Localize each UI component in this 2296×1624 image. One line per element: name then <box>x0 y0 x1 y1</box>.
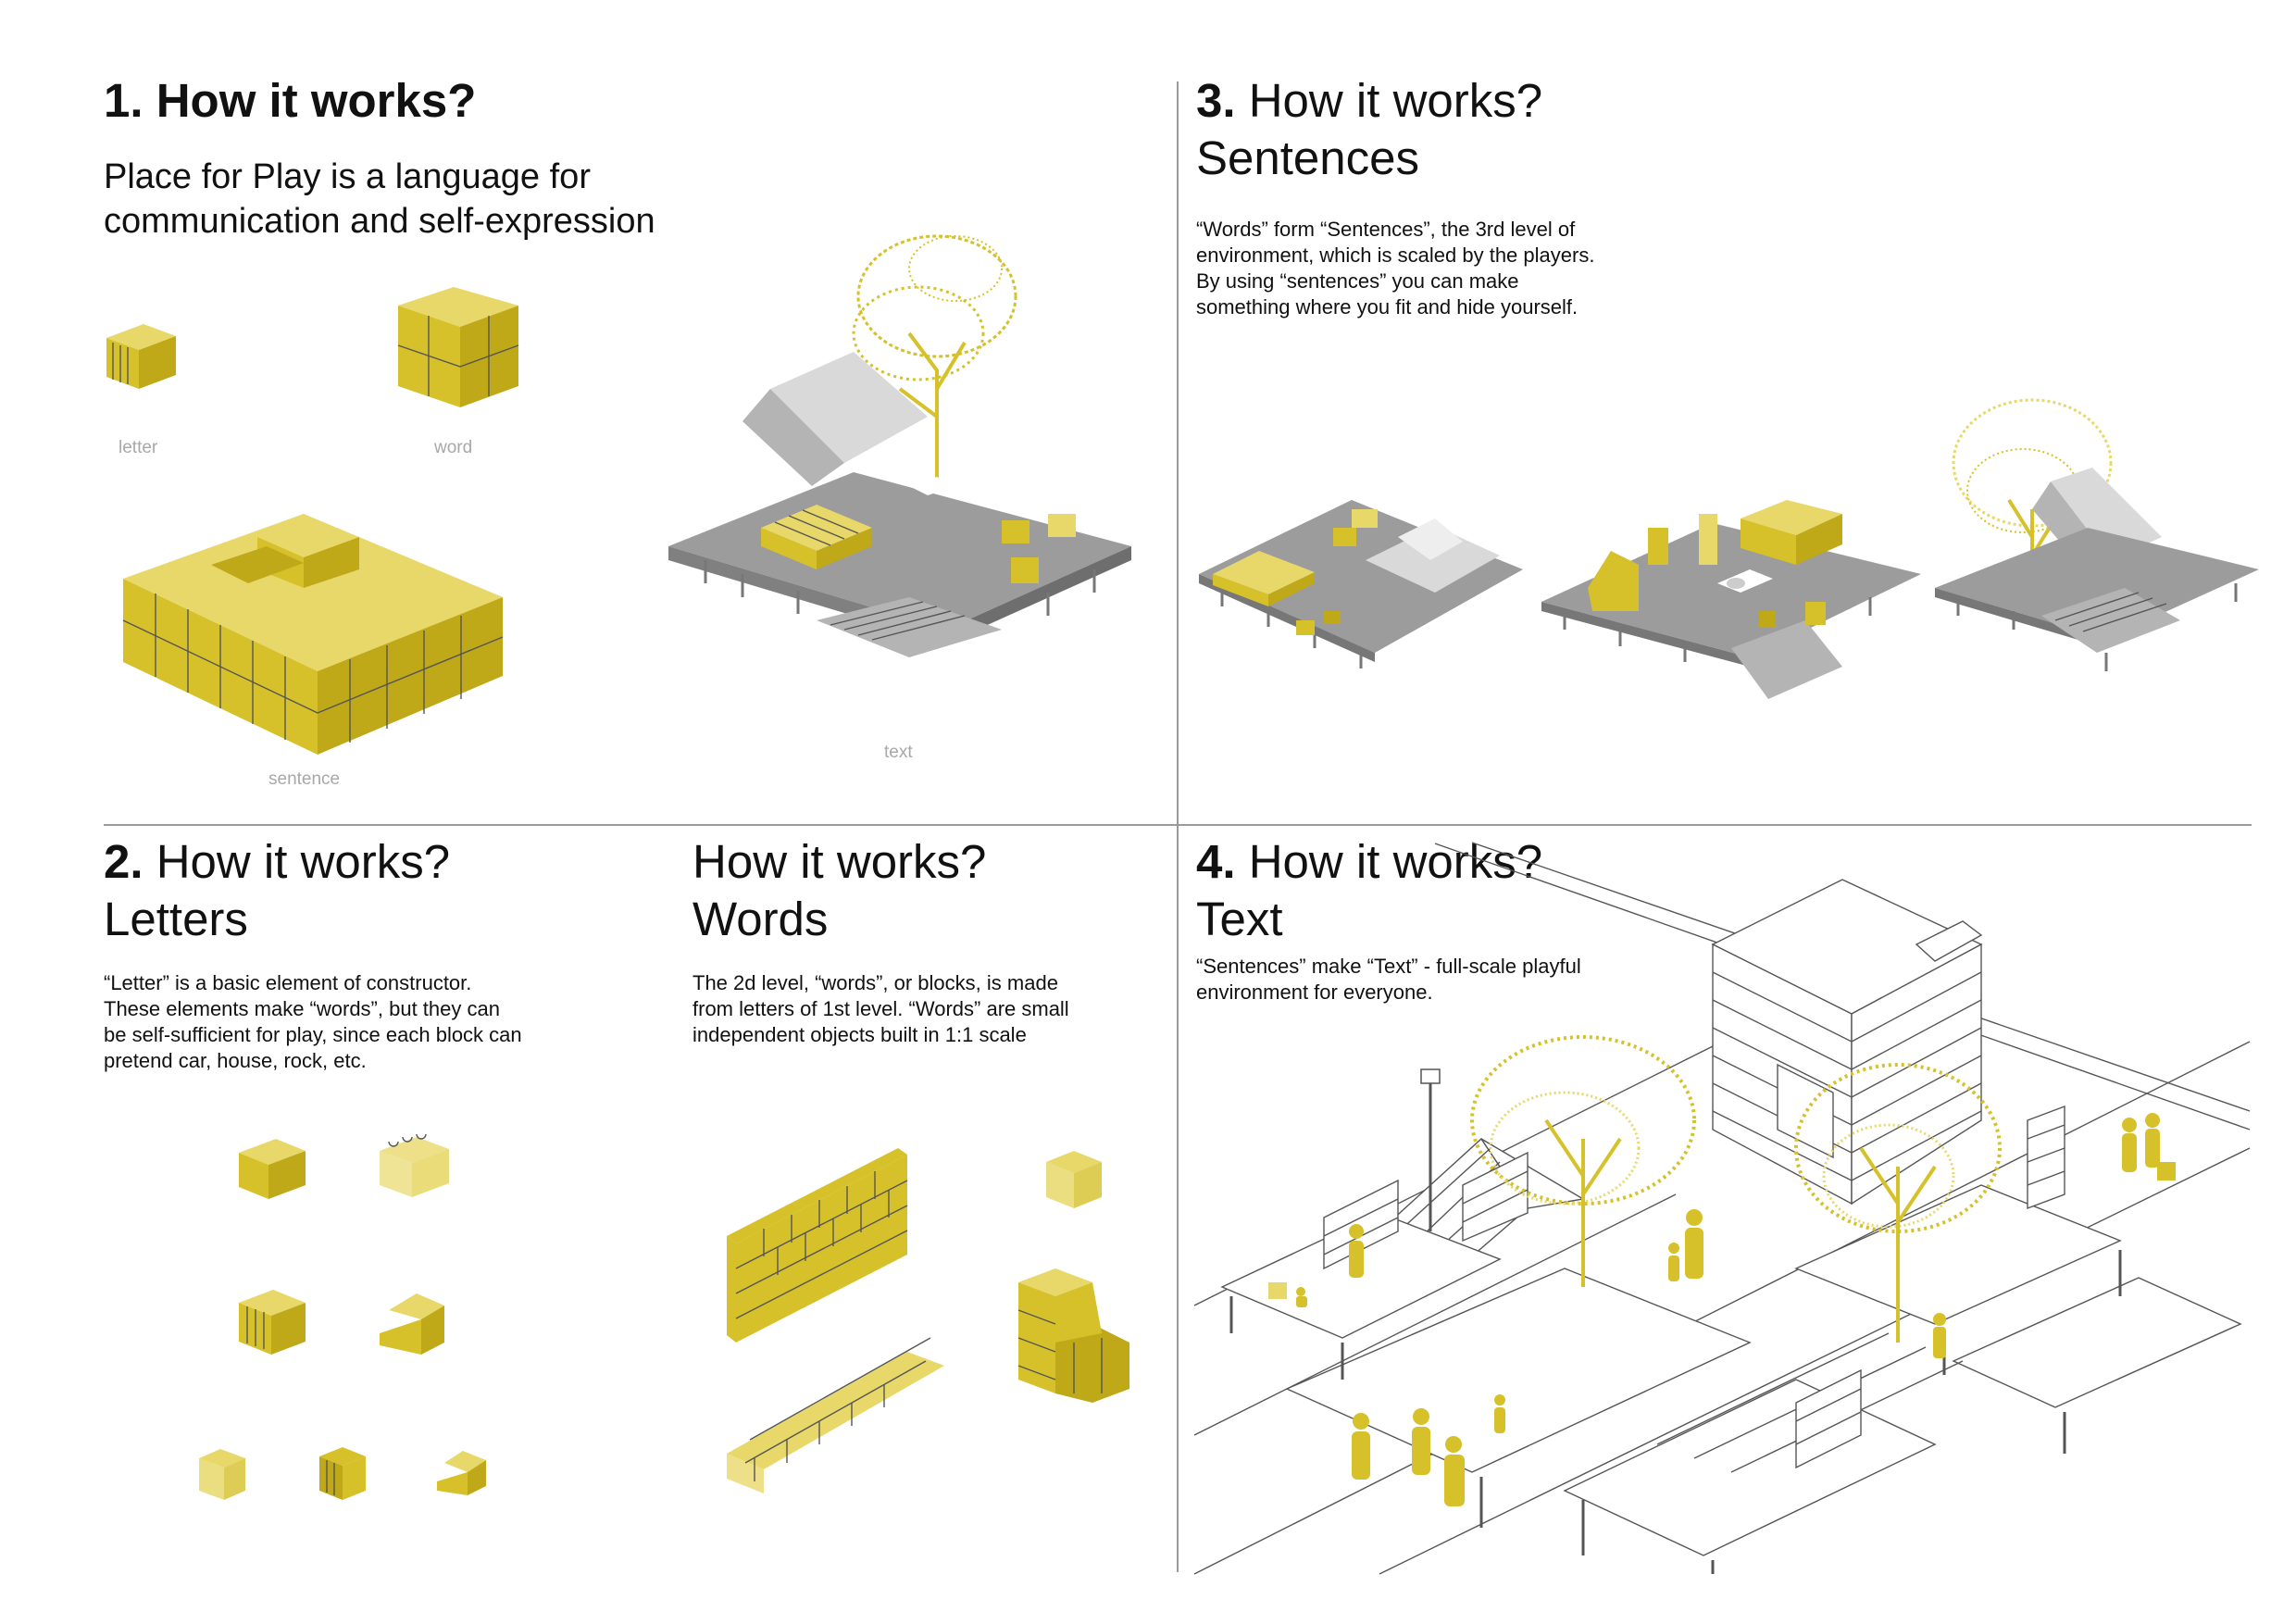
panel-1-lead-line: communication and self-expression <box>104 202 655 241</box>
letter-block <box>239 1290 306 1355</box>
letter-block <box>380 1133 449 1197</box>
panel-1-lead-line: Place for Play is a language for <box>104 157 591 196</box>
caption-letter: letter <box>119 438 158 457</box>
body-line: The 2d level, “words”, or blocks, is mad… <box>693 971 1058 994</box>
cube-word <box>1046 1151 1102 1208</box>
word-block-illustration <box>397 287 519 407</box>
letter-blocks-grid <box>199 1133 486 1500</box>
letter-block-illustration <box>106 324 176 389</box>
panel-3-body: “Words” form “Sentences”, the 3rd level … <box>1196 217 1594 320</box>
sentence-block-illustration <box>122 514 504 755</box>
panel-4-title: 4. How it works? <box>1196 833 1542 891</box>
panel-4-body: “Sentences” make “Text” - full-scale pla… <box>1196 954 1581 1006</box>
body-line: pretend car, house, rock, etc. <box>104 1049 367 1072</box>
caption-word: word <box>434 438 473 457</box>
chair-word <box>1017 1268 1129 1403</box>
panel-2-title: 2. How it works? <box>104 833 450 891</box>
word-blocks-illustration <box>727 1148 1129 1493</box>
sentence-platform-3 <box>1935 398 2259 671</box>
brick-walls <box>1323 1105 2065 1469</box>
caption-sentence: sentence <box>268 769 341 789</box>
body-line: environment for everyone. <box>1196 981 1433 1004</box>
text-environment-illustration <box>1193 842 2251 1575</box>
sentence-platform-1 <box>1199 500 1523 668</box>
trees <box>1470 1035 2002 1343</box>
letter-block <box>437 1451 486 1495</box>
panel-2-number: 2. <box>104 835 144 888</box>
panel-1-number: 1. <box>104 74 144 127</box>
wall-word <box>727 1148 908 1343</box>
letter-block <box>380 1293 444 1355</box>
body-line: These elements make “words”, but they ca… <box>104 997 500 1020</box>
vertical-divider <box>1177 81 1179 1572</box>
body-line: be self-sufficient for play, since each … <box>104 1023 522 1046</box>
horizontal-divider <box>104 824 2252 826</box>
house <box>1711 879 1983 1206</box>
panel-3-heading: How it works? <box>1235 74 1543 127</box>
panel-4-number: 4. <box>1196 835 1236 888</box>
panel-4-subtitle: Text <box>1196 893 1283 945</box>
body-line: “Words” form “Sentences”, the 3rd level … <box>1196 218 1576 241</box>
yellow-block-pieces <box>1268 1162 2176 1299</box>
tube-word <box>727 1337 944 1493</box>
panel-words-subtitle: Words <box>693 893 829 945</box>
body-line: “Letter” is a basic element of construct… <box>104 971 472 994</box>
body-line: from letters of 1st level. “Words” are s… <box>693 997 1069 1020</box>
panel-1-title: 1. How it works? <box>104 72 476 130</box>
text-platform-illustration <box>668 234 1131 657</box>
sentence-platform-2 <box>1541 500 1921 699</box>
body-line: environment, which is scaled by the play… <box>1196 244 1595 267</box>
panel-2-heading: How it works? <box>143 835 451 888</box>
panel-1-lead: Place for Play is a language for communi… <box>104 155 655 244</box>
letter-block <box>319 1447 366 1500</box>
panel-words-body: The 2d level, “words”, or blocks, is mad… <box>693 970 1069 1048</box>
tree-canopy <box>852 234 1017 491</box>
panel-2-subtitle: Letters <box>104 893 248 945</box>
letter-block <box>199 1449 245 1500</box>
text-platforms <box>1220 1068 2242 1574</box>
body-line: “Sentences” make “Text” - full-scale pla… <box>1196 955 1581 978</box>
caption-text: text <box>884 743 913 762</box>
panel-3-number: 3. <box>1196 74 1236 127</box>
body-line: independent objects built in 1:1 scale <box>693 1023 1027 1046</box>
body-line: By using “sentences” you can make <box>1196 269 1519 293</box>
panel-4-heading: How it works? <box>1235 835 1543 888</box>
letter-block <box>239 1139 306 1199</box>
panel-1-heading: How it works? <box>143 74 477 127</box>
panel-2-body: “Letter” is a basic element of construct… <box>104 970 522 1074</box>
body-line: something where you fit and hide yoursel… <box>1196 295 1578 319</box>
panel-3-subtitle: Sentences <box>1196 131 1420 184</box>
panel-words-heading: How it works? <box>693 835 987 888</box>
panel-3-title: 3. How it works? <box>1196 72 1542 130</box>
people-silhouettes <box>1296 1113 2160 1506</box>
